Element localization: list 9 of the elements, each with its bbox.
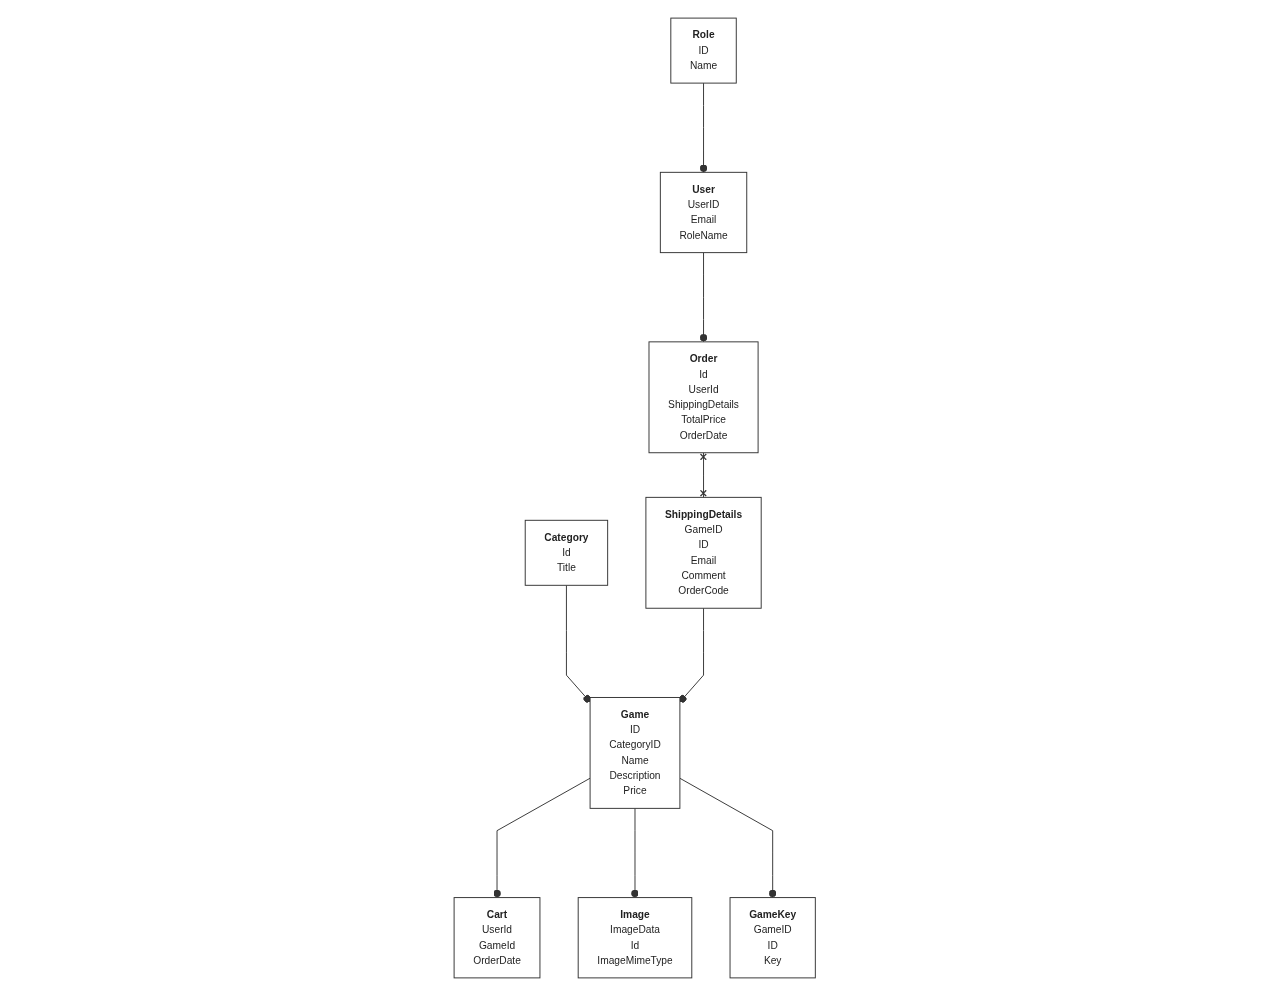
node-box: Role ID Name: [670, 17, 737, 84]
node-box: Cart UserId GameId OrderDate: [453, 897, 541, 979]
node-box: ShippingDetails GameID ID Email Comment OrderCode: [645, 496, 762, 609]
node-box: Order Id UserId ShippingDetails TotalPrice OrderDate: [648, 341, 759, 454]
node-box: Game ID CategoryID Name Description Price: [589, 697, 681, 809]
node-box: Image ImageData Id ImageMimeType: [577, 897, 693, 979]
node-box: Category Id Title: [524, 519, 608, 586]
node-box: GameKey GameID ID Key: [729, 897, 816, 979]
node-box: User UserID Email RoleName: [659, 171, 747, 254]
